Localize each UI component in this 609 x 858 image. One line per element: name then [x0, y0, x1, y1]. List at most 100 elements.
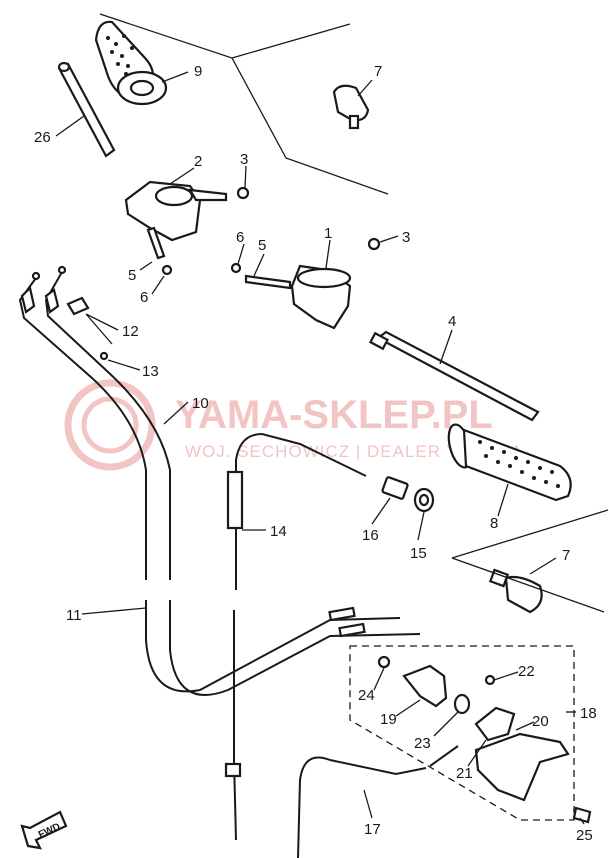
- callout-17: 17: [364, 821, 381, 838]
- fwd-arrow-shape: [20, 810, 68, 850]
- throttle-cable-1-upper: [18, 277, 147, 580]
- leader-8: [497, 483, 509, 517]
- callout-14: 14: [270, 523, 287, 540]
- throttle-housing-opening: [154, 185, 194, 207]
- callout-22: 22: [518, 663, 535, 680]
- leader-19: [395, 699, 421, 717]
- washer-6-left: [161, 264, 173, 276]
- callout-7-top: 7: [374, 63, 382, 80]
- bracket-21: [474, 706, 516, 742]
- screw-22: [484, 674, 496, 686]
- handlebar-tube-body: [58, 62, 116, 158]
- cable-14-fitting: [224, 762, 242, 778]
- cable-adjuster-2: [338, 622, 366, 638]
- callout-16: 16: [362, 527, 379, 544]
- assembly-outline-right-lower: [451, 557, 605, 613]
- leader-lines: [55, 71, 585, 825]
- callout-5-right: 5: [258, 237, 266, 254]
- leader-7-bottom: [529, 557, 557, 575]
- callout-19: 19: [380, 711, 397, 728]
- leader-7-top: [357, 79, 373, 97]
- leader-16: [371, 497, 391, 525]
- leader-6-left: [151, 275, 165, 295]
- leader-2: [169, 167, 195, 185]
- callout-8: 8: [490, 515, 498, 532]
- leader-20: [515, 721, 535, 731]
- leader-5-left: [139, 261, 153, 271]
- callout-12: 12: [122, 323, 139, 340]
- throttle-cable-2-lower: [169, 600, 421, 696]
- leader-6-right: [237, 243, 245, 265]
- leader-5-right: [253, 253, 265, 277]
- callout-3-left: 3: [240, 151, 248, 168]
- throttle-cable-2-upper: [44, 271, 171, 580]
- callout-15: 15: [410, 545, 427, 562]
- grip-end-part-bottom: [488, 568, 543, 614]
- lever-assembly-parts: [377, 655, 592, 824]
- throttle-grip-bore: [129, 79, 155, 97]
- throttle-cable-1-lower: [145, 600, 401, 693]
- throttle-grip-part: [94, 20, 168, 106]
- bolt-25: [572, 806, 592, 824]
- cable-end-fitting-1: [20, 285, 36, 314]
- cable-adjuster-1: [328, 606, 356, 622]
- leader-13: [107, 359, 141, 371]
- leader-25: [579, 817, 585, 825]
- grip-end-screw-top: [348, 114, 360, 130]
- leader-17: [363, 789, 373, 819]
- callout-4: 4: [448, 313, 456, 330]
- cable-17-end: [429, 745, 459, 767]
- washer-6-right: [230, 262, 242, 274]
- handlebar-body: [375, 330, 540, 422]
- cable-14: [224, 432, 367, 841]
- callout-13: 13: [142, 363, 159, 380]
- cable-adjuster-part: [381, 476, 435, 513]
- leader-11: [81, 607, 147, 615]
- callout-5-left: 5: [128, 267, 136, 284]
- switch-housing-part: [230, 237, 381, 330]
- callout-24: 24: [358, 687, 375, 704]
- screw-5-right: [244, 274, 292, 290]
- callout-21: 21: [456, 765, 473, 782]
- leader-4: [439, 329, 453, 365]
- grip-texture: [106, 34, 134, 76]
- callout-7-bottom: 7: [562, 547, 570, 564]
- leader-12: [85, 313, 119, 345]
- assembly-outline-top: [99, 13, 389, 195]
- leader-24: [373, 667, 385, 691]
- cable-nipple-2: [57, 265, 67, 275]
- leader-23: [433, 711, 459, 737]
- callout-20: 20: [532, 713, 549, 730]
- watermark: YAMA-SKLEP.PL WOJ. SECHOWICZ | DEALER YA…: [64, 379, 523, 471]
- bracket-20: [474, 732, 570, 802]
- leader-3-right: [379, 235, 399, 243]
- callout-11: 11: [66, 607, 82, 624]
- screw-3-head-right: [367, 237, 381, 251]
- callout-6-left: 6: [140, 289, 148, 306]
- grip-end-part-top: [332, 84, 370, 130]
- cable-17: [297, 745, 459, 858]
- cable-17-path: [297, 756, 427, 858]
- callout-6-right: 6: [236, 229, 244, 246]
- handlebar-tube-part: [57, 61, 116, 158]
- leader-26: [55, 115, 85, 137]
- cable-guide-12: [66, 296, 90, 316]
- grip-right-texture: [478, 440, 560, 488]
- handlebar-part: [368, 330, 540, 422]
- cable-nipple-1: [31, 271, 41, 281]
- lever-19: [402, 664, 448, 708]
- throttle-cables: [18, 265, 421, 696]
- screw-3-head-left: [236, 186, 250, 200]
- bolt-24: [377, 655, 391, 669]
- cable-14-path: [233, 432, 367, 841]
- collar-23: [453, 693, 471, 715]
- grip-part: [447, 423, 572, 502]
- watermark-tagline: WOJ. SECHOWICZ | DEALER YAMAHA: [185, 442, 523, 461]
- cable-adjuster-body: [381, 476, 409, 500]
- grip-end-body-bottom: [504, 575, 543, 614]
- handlebar-tube-end: [57, 61, 71, 73]
- leader-10: [163, 401, 189, 425]
- throttle-housing-screw: [187, 188, 228, 202]
